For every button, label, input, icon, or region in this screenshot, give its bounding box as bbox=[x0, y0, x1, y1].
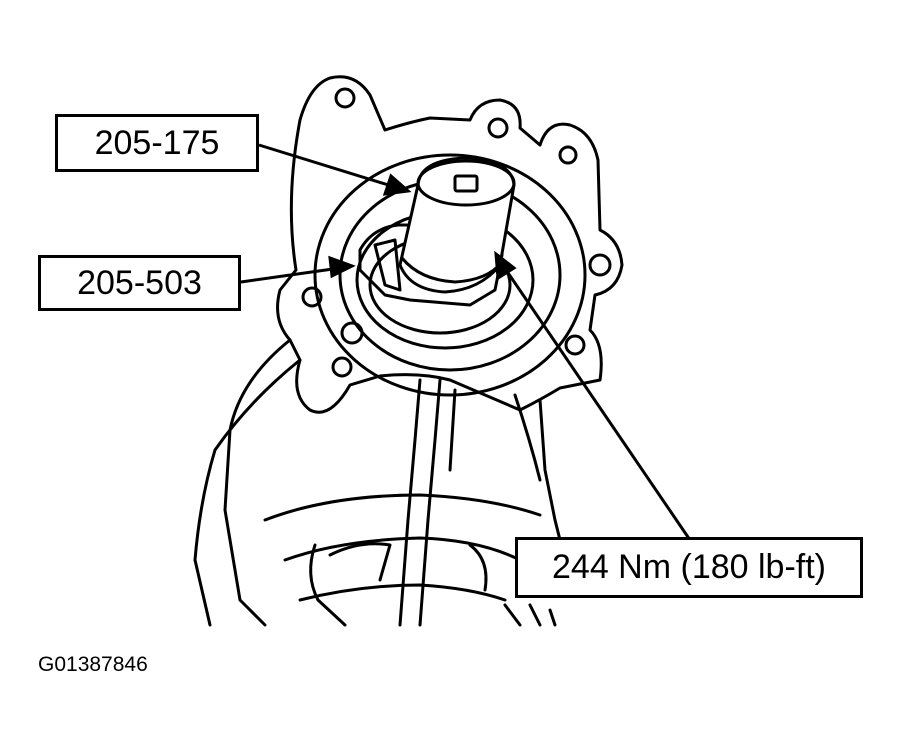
leader-line-torque bbox=[500, 263, 692, 541]
holding-tool-205-503 bbox=[358, 223, 504, 307]
housing-outline bbox=[276, 75, 624, 414]
case-body-outline bbox=[193, 358, 302, 627]
bell-housing bbox=[263, 493, 542, 522]
callout-label: 205-175 bbox=[94, 123, 220, 162]
leader-line-205-503 bbox=[240, 266, 341, 284]
callout-torque-spec: 244 Nm (180 lb-ft) bbox=[515, 537, 863, 598]
callout-tool-205-503: 205-503 bbox=[38, 255, 241, 311]
callout-tool-205-175: 205-175 bbox=[55, 114, 259, 172]
callout-label: 244 Nm (180 lb-ft) bbox=[552, 548, 826, 586]
figure-id: G01387846 bbox=[38, 653, 148, 676]
leader-line-205-175 bbox=[258, 143, 399, 190]
socket-tool-205-175 bbox=[398, 156, 516, 294]
callout-label: 205-503 bbox=[77, 263, 202, 302]
